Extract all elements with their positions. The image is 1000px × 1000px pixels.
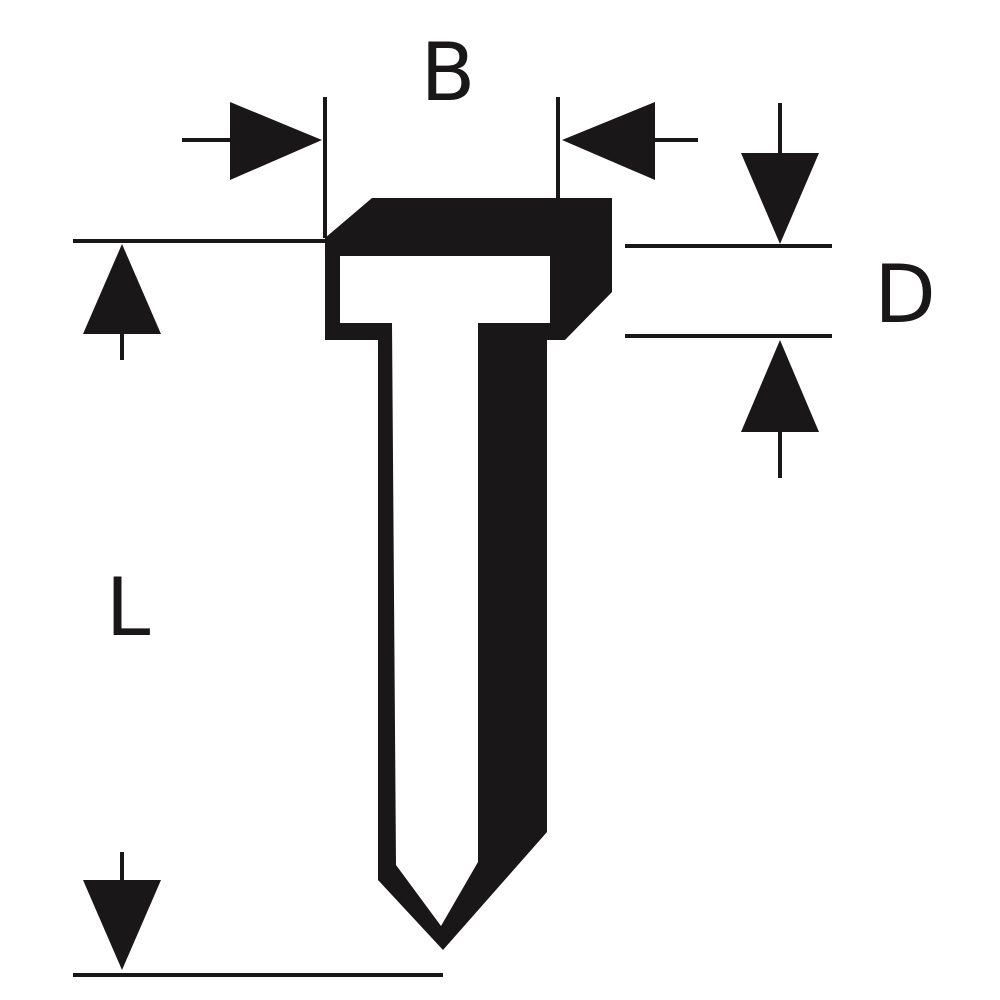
dimension-d <box>625 103 832 478</box>
d-arrow-bottom-head <box>741 340 819 432</box>
dimension-l <box>73 239 443 977</box>
label-l: L <box>106 561 151 654</box>
nail-highlight <box>340 256 550 926</box>
d-arrow-top-head <box>741 153 819 244</box>
dimension-b <box>182 97 698 238</box>
nail <box>325 198 612 950</box>
label-b: B <box>421 26 476 119</box>
b-arrow-right-head <box>562 102 655 180</box>
l-arrow-top-head <box>83 244 161 334</box>
label-d: D <box>874 248 936 341</box>
b-arrow-left-head <box>230 102 322 180</box>
l-arrow-bottom-head <box>83 880 161 970</box>
